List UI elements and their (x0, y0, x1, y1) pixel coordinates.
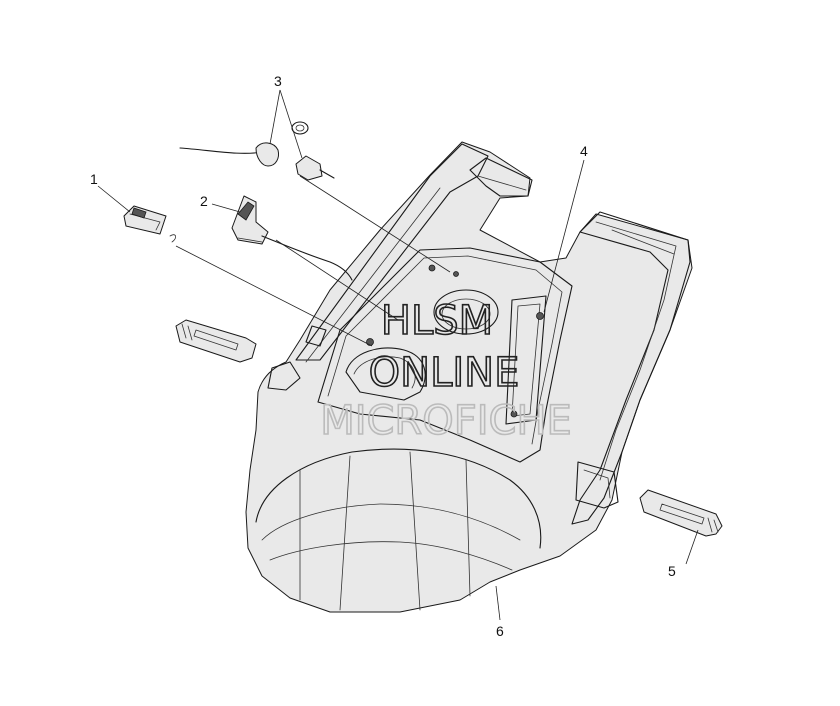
bulb-assembly-part-3 (179, 121, 335, 181)
watermark-line-3: MICROFICHE (320, 398, 572, 444)
leader-lines (97, 89, 699, 621)
connector-part-1 (123, 205, 176, 243)
callout-6: 6 (496, 623, 504, 639)
callout-5: 5 (668, 563, 676, 579)
callout-4: 4 (580, 143, 588, 159)
strap-left (175, 319, 257, 363)
strap-part-5 (639, 489, 723, 537)
watermark: HLSM ONLINE MICROFICHE (319, 297, 572, 445)
callout-3: 3 (274, 73, 282, 89)
watermark-line-1: HLSM (381, 298, 493, 344)
watermark-line-2: ONLINE (369, 350, 520, 396)
callout-1: 1 (90, 171, 98, 187)
callout-2: 2 (200, 193, 208, 209)
switch-part-2 (231, 195, 353, 281)
inner-fairing-housing (245, 141, 693, 613)
